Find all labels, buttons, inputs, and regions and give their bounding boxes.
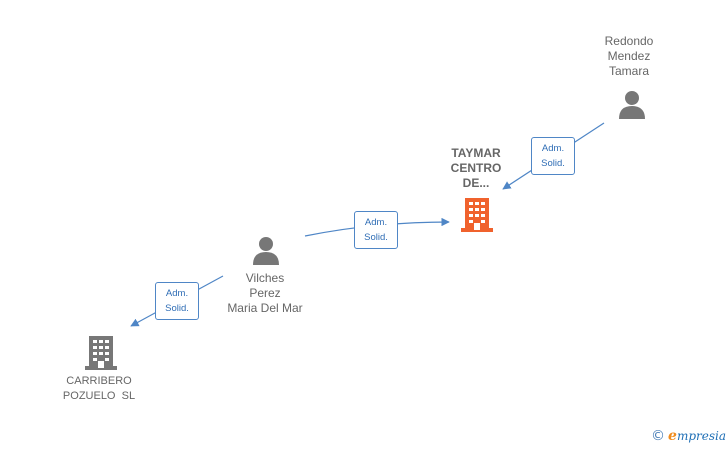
redondo-line-1: Redondo	[604, 34, 654, 48]
copyright-icon: ©	[651, 428, 666, 444]
edge-label-line-1: Adm.	[364, 217, 388, 228]
node-label-vilches[interactable]: Vilches Perez Maria Del Mar	[210, 271, 320, 316]
edge-label-vilches-carribero[interactable]: Adm. Solid.	[155, 282, 199, 320]
edge-label-line-1: Adm.	[165, 288, 189, 299]
taymar-line-2: CENTRO	[450, 161, 502, 175]
empresia-logo: ©empresia	[651, 428, 726, 444]
person-icon-redondo[interactable]	[617, 89, 647, 119]
redondo-line-2: Mendez	[607, 49, 651, 63]
brand-rest: mpresia	[676, 429, 726, 443]
edge-label-vilches-taymar[interactable]: Adm. Solid.	[354, 211, 398, 249]
vilches-line-1: Vilches	[245, 271, 285, 285]
edge-label-line-2: Solid.	[364, 232, 388, 243]
vilches-line-2: Perez	[249, 286, 281, 300]
building-icon-carribero[interactable]	[84, 334, 118, 370]
carribero-line-1: CARRIBERO	[66, 375, 132, 387]
node-label-carribero[interactable]: CARRIBERO POZUELO SL	[44, 374, 154, 404]
person-icon-vilches[interactable]	[251, 235, 281, 265]
node-label-taymar[interactable]: TAYMAR CENTRO DE...	[440, 146, 512, 191]
vilches-line-3: Maria Del Mar	[227, 301, 303, 315]
taymar-line-3: DE...	[462, 176, 490, 190]
carribero-line-2: POZUELO SL	[62, 390, 136, 402]
edge-label-line-2: Solid.	[541, 158, 565, 169]
edge-label-line-1: Adm.	[541, 143, 565, 154]
taymar-line-1: TAYMAR	[451, 146, 501, 160]
node-label-redondo[interactable]: Redondo Mendez Tamara	[584, 34, 674, 79]
redondo-line-3: Tamara	[608, 64, 649, 78]
edge-label-redondo-taymar[interactable]: Adm. Solid.	[531, 137, 575, 175]
brand-e: e	[668, 428, 677, 444]
building-icon-taymar[interactable]	[460, 196, 494, 232]
edge-label-line-2: Solid.	[165, 303, 189, 314]
